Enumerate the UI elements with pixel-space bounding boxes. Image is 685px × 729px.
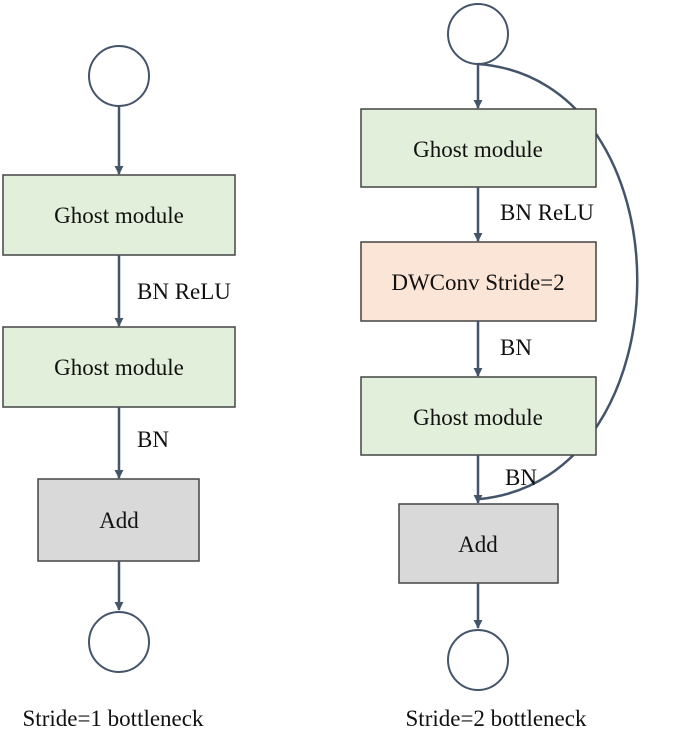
left-ghost-module-2: [2, 326, 236, 408]
right-ghost-module-1: [360, 108, 597, 188]
right-add-label: Add: [458, 532, 498, 557]
left-edge1-label: BN ReLU: [137, 279, 231, 304]
right-edge1-label: BN ReLU: [500, 200, 594, 225]
left-add-label: Add: [99, 508, 139, 533]
right-ghost-module-2-label: Ghost module: [413, 405, 543, 430]
left-edge2-label: BN: [137, 427, 169, 452]
right-ghost-module-2: [360, 376, 597, 456]
right-add-block: [398, 503, 559, 584]
right-ghost-module-1-label: Ghost module: [413, 137, 543, 162]
right-dwconv-block: [360, 241, 597, 322]
right-caption: Stride=2 bottleneck: [406, 706, 587, 729]
right-edge2-label: BN: [500, 335, 532, 360]
stride1-bottleneck: Ghost module BN ReLU Ghost module BN Add…: [2, 45, 236, 729]
right-edge3-label: BN: [505, 465, 537, 490]
right-input-node: [447, 3, 509, 65]
left-ghost-module-1-label: Ghost module: [54, 203, 184, 228]
right-shortcut-arc: [477, 62, 639, 501]
left-output-node: [88, 611, 150, 673]
right-dwconv-label: DWConv Stride=2: [391, 270, 564, 295]
left-input-node: [88, 45, 150, 107]
right-output-node: [447, 629, 509, 691]
stride2-bottleneck: Ghost module BN ReLU DWConv Stride=2 BN …: [360, 3, 639, 729]
left-caption: Stride=1 bottleneck: [23, 706, 204, 729]
left-ghost-module-2-label: Ghost module: [54, 355, 184, 380]
left-add-block: [37, 478, 200, 562]
